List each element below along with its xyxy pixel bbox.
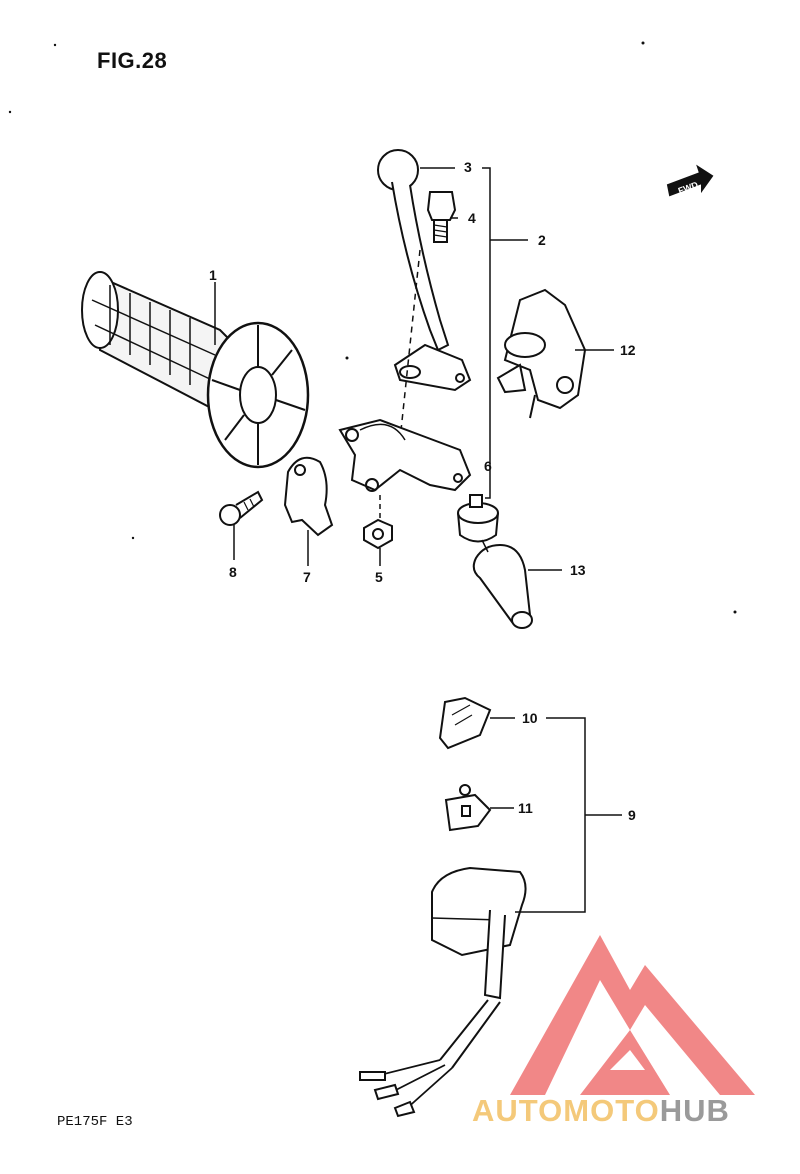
screw	[219, 490, 264, 526]
part-label-10: 10	[522, 710, 538, 726]
part-label-12: 12	[620, 342, 636, 358]
lever-cover	[496, 288, 587, 419]
part-label-1: 1	[209, 267, 217, 283]
part-label-4: 4	[468, 210, 476, 226]
figure-title: FIG.28	[97, 48, 168, 73]
part-label-2: 2	[538, 232, 546, 248]
cable-adjuster	[457, 494, 499, 543]
cable-boot	[472, 539, 533, 629]
part-label-11: 11	[518, 800, 533, 816]
model-label: PE175F E3	[57, 1114, 133, 1130]
watermark-text: AUTOMOTOHUB	[472, 1093, 730, 1129]
grip	[81, 271, 310, 469]
part-label-8: 8	[229, 564, 237, 580]
part-label-7: 7	[303, 569, 311, 585]
forward-arrow-icon	[666, 164, 714, 197]
part-label-9: 9	[628, 807, 636, 823]
holder-clamp	[283, 456, 334, 537]
lever-bracket	[338, 418, 472, 492]
lever-bolt	[426, 191, 457, 243]
watermark-text-part2: HUB	[659, 1093, 730, 1128]
fwd-label: FWD	[677, 179, 700, 196]
watermark-logo	[510, 935, 755, 1095]
watermark-text-part1: AUTOMOTO	[472, 1093, 660, 1128]
part-label-13: 13	[570, 562, 586, 578]
part-label-5: 5	[375, 569, 383, 585]
clutch-lever	[377, 149, 472, 392]
switch-knob	[438, 696, 492, 750]
nut	[363, 495, 393, 550]
switch-assembly	[359, 866, 527, 1118]
part-label-6: 6	[484, 458, 492, 474]
part-label-3: 3	[464, 159, 472, 175]
switch-contact	[444, 784, 492, 832]
